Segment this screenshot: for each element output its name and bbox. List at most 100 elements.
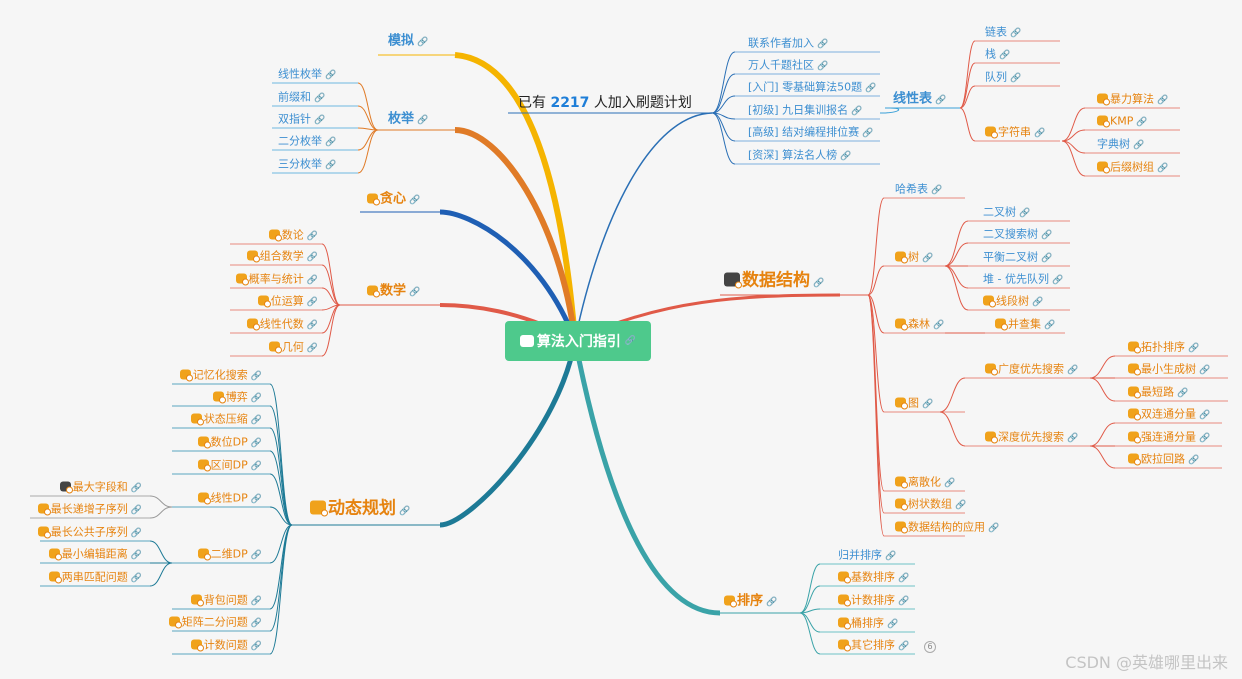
link-icon[interactable]: 🔗 xyxy=(944,478,956,489)
link-icon[interactable]: 🔗 xyxy=(1067,433,1079,444)
mindmap-node[interactable]: 后缀树组🔗 xyxy=(1097,161,1168,176)
link-icon[interactable]: 🔗 xyxy=(1044,320,1056,331)
mindmap-node[interactable]: 博弈🔗 xyxy=(212,391,262,406)
mindmap-node[interactable]: 强连通分量🔗 xyxy=(1128,431,1210,446)
link-icon[interactable]: 🔗 xyxy=(250,618,262,629)
link-icon[interactable]: 🔗 xyxy=(399,506,411,517)
link-icon[interactable]: 🔗 xyxy=(130,528,142,539)
mindmap-node[interactable]: 最长公共子序列🔗 xyxy=(37,526,142,541)
mindmap-node[interactable]: [资深] 算法名人榜🔗 xyxy=(748,149,851,164)
root-node[interactable]: 算法入门指引 🔗 xyxy=(505,321,651,361)
mindmap-node[interactable]: 数据结构🔗 xyxy=(724,271,824,294)
mindmap-node[interactable]: [入门] 零基础算法50题🔗 xyxy=(748,81,876,96)
mindmap-node[interactable]: 字典树🔗 xyxy=(1097,138,1144,153)
mindmap-node[interactable]: 矩阵二分问题🔗 xyxy=(168,616,262,631)
mindmap-node[interactable]: 状态压缩🔗 xyxy=(190,413,262,428)
mindmap-node[interactable]: 并查集🔗 xyxy=(995,318,1055,333)
link-icon[interactable]: 🔗 xyxy=(1032,297,1044,308)
mindmap-node[interactable]: 队列🔗 xyxy=(985,71,1021,86)
mindmap-node[interactable]: 数论🔗 xyxy=(268,229,318,244)
link-icon[interactable]: 🔗 xyxy=(250,415,262,426)
link-icon[interactable]: 🔗 xyxy=(1188,343,1200,354)
link-icon[interactable]: 🔗 xyxy=(250,494,262,505)
mindmap-node[interactable]: 双指针🔗 xyxy=(278,113,325,128)
mindmap-node[interactable]: 树状数组🔗 xyxy=(895,498,966,513)
collapsed-count-badge[interactable]: 6 xyxy=(924,641,936,653)
link-icon[interactable]: 🔗 xyxy=(766,597,778,608)
link-icon[interactable]: 🔗 xyxy=(851,106,863,117)
mindmap-node[interactable]: 欧拉回路🔗 xyxy=(1128,453,1199,468)
link-icon[interactable]: 🔗 xyxy=(306,275,318,286)
link-icon[interactable]: 🔗 xyxy=(306,320,318,331)
mindmap-node[interactable]: 链表🔗 xyxy=(985,26,1021,41)
mindmap-node[interactable]: [高级] 结对编程排位赛🔗 xyxy=(748,126,873,141)
mindmap-node[interactable]: 广度优先搜索🔗 xyxy=(985,363,1078,378)
link-icon[interactable]: 🔗 xyxy=(898,573,910,584)
mindmap-node[interactable]: 二叉搜索树🔗 xyxy=(983,228,1052,243)
mindmap-node[interactable]: 枚举🔗 xyxy=(388,112,428,128)
mindmap-node[interactable]: 模拟🔗 xyxy=(388,34,429,50)
mindmap-node[interactable]: 最长递增子序列🔗 xyxy=(37,503,142,518)
link-icon[interactable]: 🔗 xyxy=(887,619,899,630)
mindmap-node[interactable]: 堆 - 优先队列🔗 xyxy=(983,273,1063,288)
mindmap-node[interactable]: 最小生成树🔗 xyxy=(1128,363,1210,378)
mindmap-node[interactable]: 数学🔗 xyxy=(367,284,420,300)
mindmap-node[interactable]: 二分枚举🔗 xyxy=(278,135,336,150)
mindmap-node[interactable]: 线性枚举🔗 xyxy=(278,68,336,83)
link-icon[interactable]: 🔗 xyxy=(840,151,852,162)
mindmap-node[interactable]: 联系作者加入🔗 xyxy=(748,37,828,52)
link-icon[interactable]: 🔗 xyxy=(306,231,318,242)
link-icon[interactable]: 🔗 xyxy=(325,70,337,81)
link-icon[interactable]: 🔗 xyxy=(130,573,142,584)
mindmap-node[interactable]: KMP🔗 xyxy=(1097,115,1148,130)
link-icon[interactable]: 🔗 xyxy=(250,461,262,472)
link-icon[interactable]: 🔗 xyxy=(988,523,1000,534)
link-icon[interactable]: 🔗 xyxy=(862,128,874,139)
mindmap-node[interactable]: 位运算🔗 xyxy=(257,295,318,310)
link-icon[interactable]: 🔗 xyxy=(1199,365,1211,376)
link-icon[interactable]: 🔗 xyxy=(250,550,262,561)
mindmap-node[interactable]: 树🔗 xyxy=(895,251,933,266)
link-icon[interactable]: 🔗 xyxy=(1199,433,1211,444)
link-icon[interactable]: 🔗 xyxy=(1157,95,1169,106)
link-icon[interactable]: 🔗 xyxy=(1019,208,1031,219)
mindmap-node[interactable]: 离散化🔗 xyxy=(895,476,955,491)
link-icon[interactable]: 🔗 xyxy=(1034,128,1046,139)
mindmap-node[interactable]: 森林🔗 xyxy=(895,318,944,333)
mindmap-node[interactable]: 线性表🔗 xyxy=(893,92,947,108)
link-icon[interactable]: 🔗 xyxy=(325,160,337,171)
link-icon[interactable]: 🔗 xyxy=(1067,365,1079,376)
link-icon[interactable]: 🔗 xyxy=(130,505,142,516)
mindmap-node[interactable]: 双连通分量🔗 xyxy=(1128,408,1210,423)
link-icon[interactable]: 🔗 xyxy=(314,93,326,104)
link-icon[interactable]: 🔗 xyxy=(1177,388,1189,399)
link-icon[interactable]: 🔗 xyxy=(999,50,1011,61)
link-icon[interactable]: 🔗 xyxy=(409,195,421,206)
mindmap-node[interactable]: 哈希表🔗 xyxy=(895,183,942,198)
mindmap-node[interactable]: 线性DP🔗 xyxy=(197,492,262,507)
mindmap-node[interactable]: [初级] 九日集训报名🔗 xyxy=(748,104,862,119)
link-icon[interactable]: 🔗 xyxy=(813,278,825,289)
link-icon[interactable]: 🔗 xyxy=(250,438,262,449)
link-icon[interactable]: 🔗 xyxy=(130,483,142,494)
mindmap-node[interactable]: 其它排序🔗 xyxy=(838,639,909,654)
mindmap-node[interactable]: 归并排序🔗 xyxy=(838,549,896,564)
mindmap-node[interactable]: 桶排序🔗 xyxy=(838,617,898,632)
mindmap-node[interactable]: 图🔗 xyxy=(895,397,933,412)
mindmap-node[interactable]: 深度优先搜索🔗 xyxy=(985,431,1078,446)
mindmap-node[interactable]: 计数问题🔗 xyxy=(190,639,262,654)
mindmap-node[interactable]: 前缀和🔗 xyxy=(278,91,325,106)
link-icon[interactable]: 🔗 xyxy=(250,371,262,382)
link-icon[interactable]: 🔗 xyxy=(817,39,829,50)
mindmap-node[interactable]: 线性代数🔗 xyxy=(246,318,318,333)
link-icon[interactable]: 🔗 xyxy=(325,137,337,148)
mindmap-node[interactable]: 贪心🔗 xyxy=(367,192,421,208)
link-icon[interactable]: 🔗 xyxy=(865,83,877,94)
link-icon[interactable]: 🔗 xyxy=(1010,73,1022,84)
link-icon[interactable]: 🔗 xyxy=(935,95,947,106)
link-icon[interactable]: 🔗 xyxy=(931,185,943,196)
link-icon[interactable]: 🔗 xyxy=(898,641,910,652)
link-icon[interactable]: 🔗 xyxy=(417,37,429,48)
mindmap-node[interactable]: 动态规划🔗 xyxy=(310,499,410,522)
mindmap-node[interactable]: 拓扑排序🔗 xyxy=(1128,341,1199,356)
